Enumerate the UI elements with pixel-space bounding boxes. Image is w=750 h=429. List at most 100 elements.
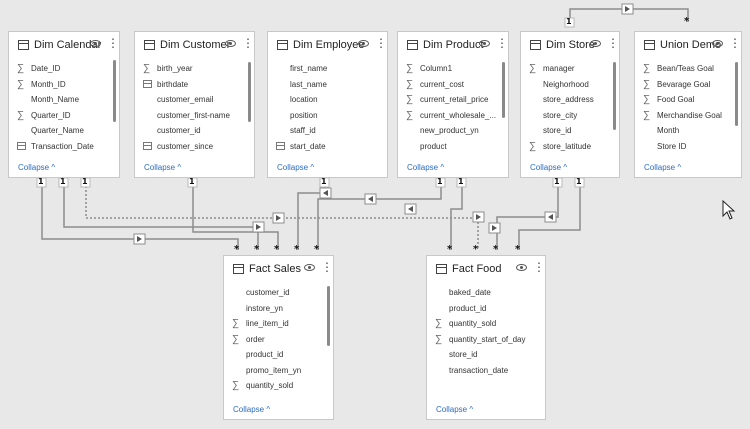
- more-options-icon[interactable]: ⋮: [496, 36, 508, 50]
- more-options-icon[interactable]: ⋮: [607, 36, 619, 50]
- field-item[interactable]: ∑current_wholesale_...: [398, 109, 508, 125]
- field-item[interactable]: ∑Column1: [398, 62, 508, 78]
- field-item[interactable]: instore_yn: [224, 302, 333, 318]
- visibility-eye-icon[interactable]: [304, 264, 315, 271]
- field-item[interactable]: Neighorhood: [521, 78, 619, 94]
- table-card-dim-product[interactable]: Dim Product⋮∑Column1∑current_cost∑curren…: [397, 31, 509, 178]
- visibility-eye-icon[interactable]: [590, 40, 601, 47]
- field-item[interactable]: ∑quantity_start_of_day: [427, 333, 545, 349]
- field-item[interactable]: ∑current_retail_price: [398, 93, 508, 109]
- field-item[interactable]: product_id: [224, 348, 333, 364]
- more-options-icon[interactable]: ⋮: [375, 36, 387, 50]
- scrollbar[interactable]: [248, 62, 251, 122]
- field-item[interactable]: store_id: [427, 348, 545, 364]
- field-item[interactable]: location: [268, 93, 387, 109]
- field-item[interactable]: ∑line_item_id: [224, 317, 333, 333]
- field-item[interactable]: staff_id: [268, 124, 387, 140]
- field-item[interactable]: baked_date: [427, 286, 545, 302]
- collapse-link[interactable]: Collapse ^: [233, 405, 271, 414]
- field-item[interactable]: customer_email: [135, 93, 254, 109]
- collapse-link[interactable]: Collapse ^: [144, 163, 182, 172]
- field-item[interactable]: Transaction_Date: [9, 140, 119, 156]
- field-item[interactable]: product_id: [427, 302, 545, 318]
- field-item[interactable]: ∑manager: [521, 62, 619, 78]
- field-item[interactable]: Quarter_Name: [9, 124, 119, 140]
- field-item[interactable]: promo_item_yn: [224, 364, 333, 380]
- field-item[interactable]: customer_first-name: [135, 109, 254, 125]
- field-item[interactable]: ∑quantity_sold: [224, 379, 333, 395]
- field-item[interactable]: ∑Bean/Teas Goal: [635, 62, 741, 78]
- more-options-icon[interactable]: ⋮: [533, 260, 545, 274]
- table-header[interactable]: Dim Calendar⋮: [9, 32, 119, 60]
- more-options-icon[interactable]: ⋮: [107, 36, 119, 50]
- table-header[interactable]: Dim Customer⋮: [135, 32, 254, 60]
- table-icon: [644, 40, 655, 50]
- field-item[interactable]: ∑order: [224, 333, 333, 349]
- collapse-link[interactable]: Collapse ^: [644, 163, 682, 172]
- field-item[interactable]: Month: [635, 124, 741, 140]
- field-item[interactable]: Store ID: [635, 140, 741, 156]
- scrollbar[interactable]: [502, 62, 505, 118]
- collapse-link[interactable]: Collapse ^: [277, 163, 315, 172]
- table-header[interactable]: Fact Sales⋮: [224, 256, 333, 284]
- field-item[interactable]: transaction_date: [427, 364, 545, 380]
- field-item[interactable]: last_name: [268, 78, 387, 94]
- field-item[interactable]: ∑store_latitude: [521, 140, 619, 156]
- field-item[interactable]: ∑Merchandise Goal: [635, 109, 741, 125]
- visibility-eye-icon[interactable]: [479, 40, 490, 47]
- table-header[interactable]: Dim Store⋮: [521, 32, 619, 60]
- field-item[interactable]: store_id: [521, 124, 619, 140]
- table-header[interactable]: Dim Product⋮: [398, 32, 508, 60]
- field-item[interactable]: customer_since: [135, 140, 254, 156]
- sigma-icon: ∑: [643, 94, 651, 105]
- field-item[interactable]: customer_id: [224, 286, 333, 302]
- field-item[interactable]: Month_Name: [9, 93, 119, 109]
- field-item[interactable]: ∑Bevarage Goal: [635, 78, 741, 94]
- field-item[interactable]: start_date: [268, 140, 387, 156]
- collapse-link[interactable]: Collapse ^: [407, 163, 445, 172]
- collapse-link[interactable]: Collapse ^: [436, 405, 474, 414]
- field-item[interactable]: customer_id: [135, 124, 254, 140]
- field-item[interactable]: ∑birth_year: [135, 62, 254, 78]
- field-item[interactable]: position: [268, 109, 387, 125]
- collapse-link[interactable]: Collapse ^: [530, 163, 568, 172]
- scrollbar[interactable]: [113, 60, 116, 122]
- one-marker: 1: [60, 177, 66, 186]
- table-header[interactable]: Fact Food⋮: [427, 256, 545, 284]
- field-item[interactable]: first_name: [268, 62, 387, 78]
- field-item[interactable]: ∑Month_ID: [9, 78, 119, 94]
- table-header[interactable]: Dim Employee⋮: [268, 32, 387, 60]
- scrollbar[interactable]: [735, 62, 738, 126]
- scrollbar[interactable]: [327, 286, 330, 346]
- sigma-icon: ∑: [406, 109, 414, 121]
- field-item[interactable]: store_city: [521, 109, 619, 125]
- field-item[interactable]: ∑Food Goal: [635, 93, 741, 109]
- visibility-eye-icon[interactable]: [516, 264, 527, 271]
- field-item[interactable]: ∑current_cost: [398, 78, 508, 94]
- field-item[interactable]: product: [398, 140, 508, 156]
- more-options-icon[interactable]: ⋮: [321, 260, 333, 274]
- visibility-eye-icon[interactable]: [358, 40, 369, 47]
- field-item[interactable]: new_product_yn: [398, 124, 508, 140]
- collapse-link[interactable]: Collapse ^: [18, 163, 56, 172]
- field-item[interactable]: store_address: [521, 93, 619, 109]
- visibility-eye-icon[interactable]: [225, 40, 236, 47]
- table-card-union-demo[interactable]: Union Demo⋮ ∑Bean/Teas Goal∑Bevarage Goal…: [634, 31, 742, 178]
- field-item[interactable]: birthdate: [135, 78, 254, 94]
- field-item[interactable]: ∑Date_ID: [9, 62, 119, 78]
- field-item[interactable]: ∑quantity_sold: [427, 317, 545, 333]
- visibility-eye-icon[interactable]: [712, 40, 723, 47]
- scrollbar[interactable]: [613, 62, 616, 130]
- visibility-eye-icon[interactable]: [90, 40, 101, 47]
- more-options-icon[interactable]: ⋮: [729, 36, 741, 50]
- more-options-icon[interactable]: ⋮: [242, 36, 254, 50]
- field-item[interactable]: ∑Quarter_ID: [9, 109, 119, 125]
- table-header[interactable]: Union Demo⋮: [635, 32, 741, 60]
- sigma-icon: ∑: [406, 63, 414, 74]
